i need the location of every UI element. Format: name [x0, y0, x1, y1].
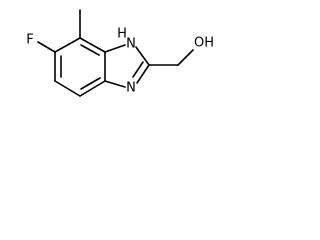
- bond-c2-n3-inner: [132, 61, 144, 78]
- structure-canvas: F H N N OH: [0, 0, 250, 128]
- ring-nitrogen-label: N: [126, 81, 136, 96]
- bond-c7-c7a: [79, 80, 106, 97]
- bond-c3a-c4: [79, 37, 106, 53]
- hydroxyl-label: OH: [194, 36, 214, 51]
- benzimidazole-structure: F H N N OH: [26, 9, 214, 97]
- bond-c2-n3: [136, 64, 150, 84]
- bond-ch2-o: [177, 49, 194, 66]
- bond-c5-f: [37, 41, 56, 53]
- nh-nitrogen-label: N: [126, 37, 136, 52]
- bond-n3-c7a: [104, 80, 126, 88]
- bond-c3a-n1: [104, 44, 126, 53]
- nh-hydrogen-label: H: [117, 27, 127, 42]
- fluorine-label: F: [26, 33, 33, 48]
- bond-c3a-c4-inner: [80, 44, 100, 56]
- bond-n1-c2: [135, 46, 150, 66]
- bond-c4-c5: [54, 37, 81, 53]
- bond-c6-c7: [54, 80, 81, 97]
- bond-c7-c7a-inner: [80, 77, 101, 90]
